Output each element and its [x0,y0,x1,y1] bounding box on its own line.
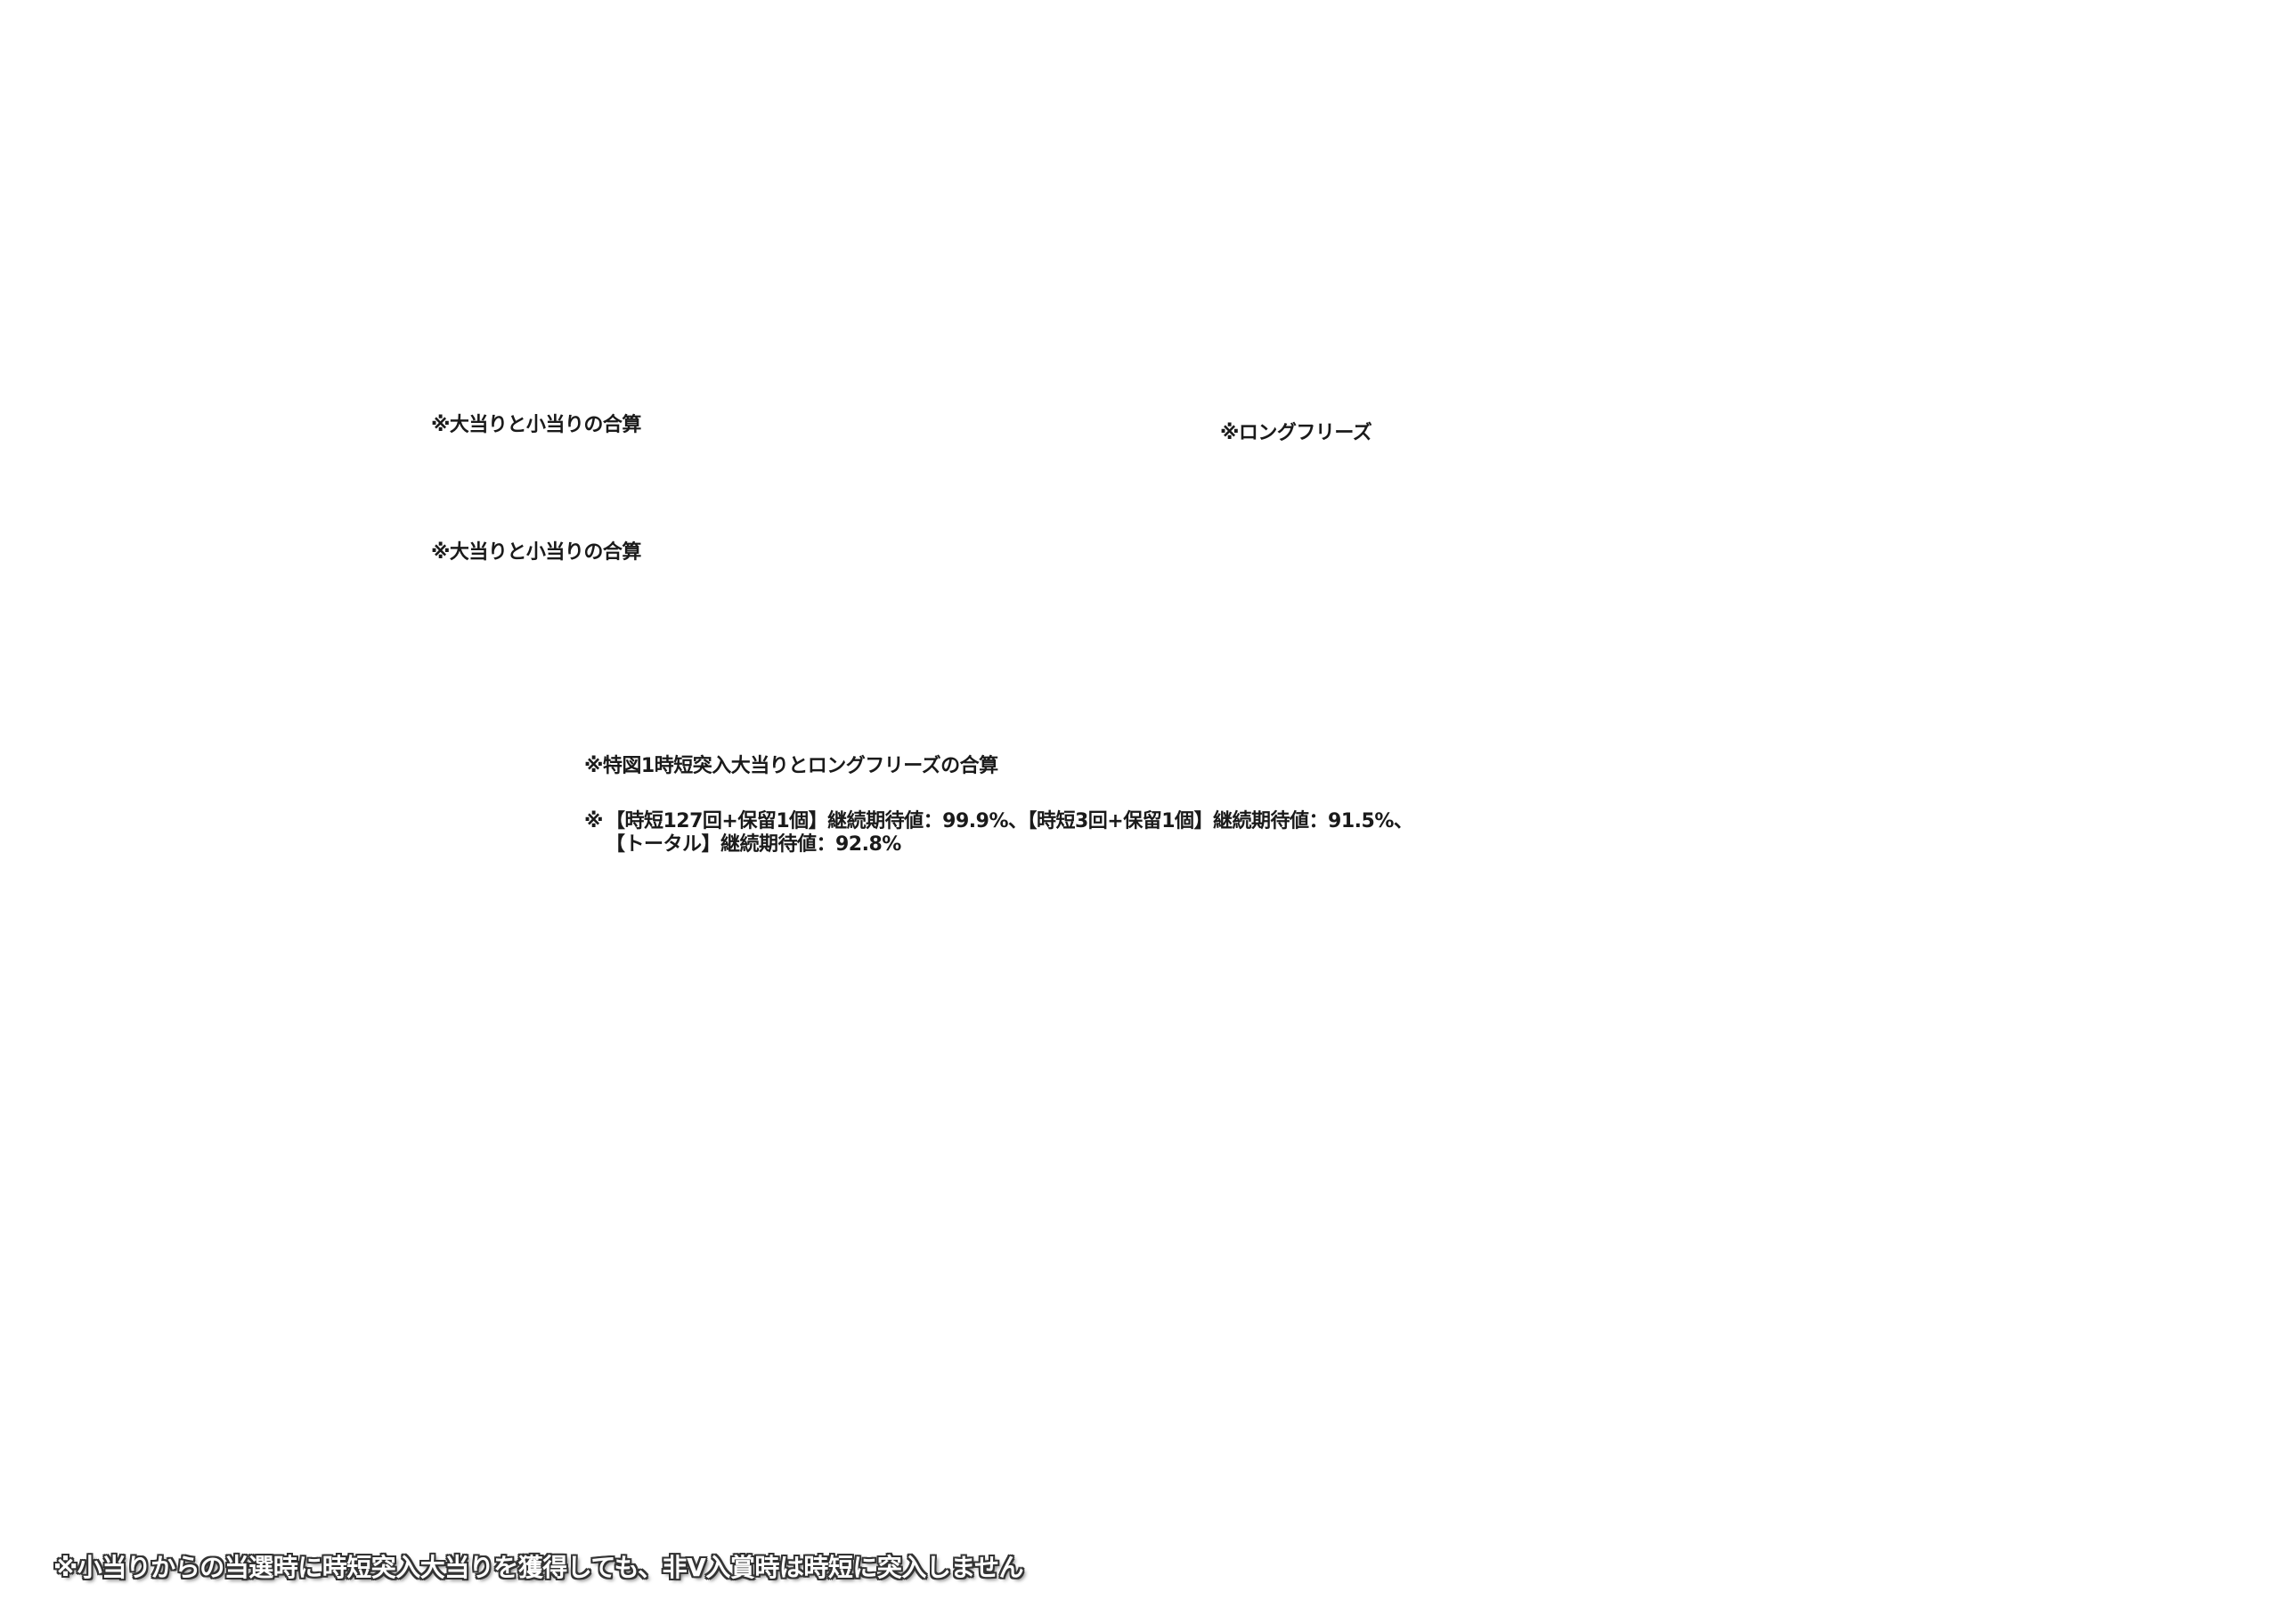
note-continuation-line-2: 【トータル】継続期待値：92.8% [606,833,901,856]
footer-disclaimer: ※小当りからの当選時に時短突入大当りを獲得しても、非V入賞時は時短に突入しません [53,1553,1023,1582]
note-continuation-lines: 【時短127回+保留1個】継続期待値：99.9%、【時短3回+保留1個】継続期待… [606,810,1413,857]
note-tokuzu1-combined: ※特図1時短突入大当りとロングフリーズの合算 [584,755,998,777]
note-continuation-expectation: ※【時短127回+保留1個】継続期待値：99.9%、【時短3回+保留1個】継続期… [584,810,1413,857]
note-combined-probability-1: ※大当りと小当りの合算 [431,414,641,436]
note-mark: ※ [584,810,603,832]
note-combined-probability-2: ※大当りと小当りの合算 [431,541,641,564]
note-long-freeze: ※ロングフリーズ [1220,422,1372,444]
note-continuation-line-1: 【時短127回+保留1個】継続期待値：99.9%、【時短3回+保留1個】継続期待… [606,810,1413,832]
